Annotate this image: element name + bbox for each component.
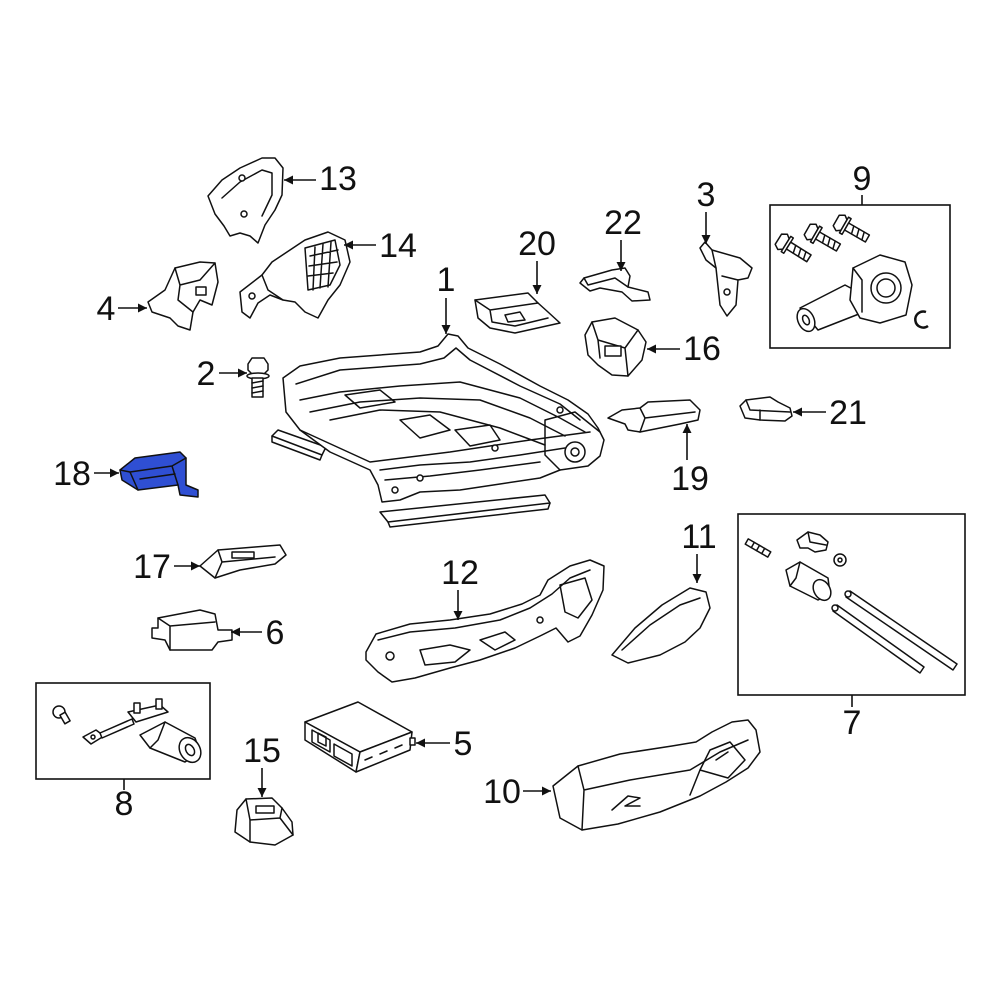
callout-15: 15 xyxy=(243,732,281,797)
part-9-clip xyxy=(914,310,929,329)
part-22-strip xyxy=(579,267,651,302)
part-7-nut xyxy=(833,553,847,567)
callout-3: 3 xyxy=(697,176,716,244)
callout-18-number: 18 xyxy=(53,455,91,493)
part-12-side-frame xyxy=(365,559,605,683)
part-11-cover xyxy=(611,587,711,664)
part-7-connector xyxy=(796,531,829,553)
callout-2-number: 2 xyxy=(197,355,216,393)
part-7-cable-short xyxy=(831,604,925,674)
callout-18: 18 xyxy=(53,455,119,493)
callout-10-number: 10 xyxy=(483,773,521,811)
part-7-motor xyxy=(785,561,832,602)
callout-22-number: 22 xyxy=(604,204,642,242)
part-9-motor xyxy=(796,254,913,333)
part-16-switch xyxy=(584,317,647,377)
callout-1: 1 xyxy=(437,261,456,334)
callout-4-number: 4 xyxy=(97,290,116,328)
callout-5: 5 xyxy=(416,725,472,763)
callout-16: 16 xyxy=(647,330,721,368)
callout-1-number: 1 xyxy=(437,261,456,299)
part-7-box xyxy=(737,513,966,696)
part-10-side-frame xyxy=(552,719,761,831)
part-9-bolt xyxy=(832,214,871,243)
part-17-bracket xyxy=(199,544,287,579)
part-8-bolt xyxy=(52,705,71,725)
part-9-box xyxy=(769,204,951,349)
part-21-connector xyxy=(739,396,793,422)
callout-22: 22 xyxy=(604,204,642,271)
part-19-bracket xyxy=(607,399,701,433)
part-2-bolt xyxy=(246,357,270,398)
callout-4: 4 xyxy=(97,290,147,328)
callout-17: 17 xyxy=(133,548,200,586)
callout-19: 19 xyxy=(671,424,709,498)
callout-12: 12 xyxy=(441,554,479,620)
part-9-bolt xyxy=(774,233,812,263)
callout-19-number: 19 xyxy=(671,460,709,498)
callout-21-number: 21 xyxy=(829,394,867,432)
part-6-module xyxy=(151,609,233,651)
callout-6-number: 6 xyxy=(266,614,285,652)
callout-6: 6 xyxy=(231,614,284,652)
callout-13-number: 13 xyxy=(319,160,357,198)
part-7-pin xyxy=(744,538,772,558)
callout-15-number: 15 xyxy=(243,732,281,770)
part-18-bracket-highlighted xyxy=(119,451,199,498)
callout-2: 2 xyxy=(197,355,247,393)
callout-16-number: 16 xyxy=(683,330,721,368)
part-1-seat-frame xyxy=(271,333,605,528)
part-9-bolt xyxy=(803,223,842,252)
callout-7-number: 7 xyxy=(843,704,862,742)
callout-5-number: 5 xyxy=(454,725,473,763)
part-3-bracket xyxy=(699,241,753,317)
part-14-grille-bracket xyxy=(239,231,351,319)
callout-21: 21 xyxy=(793,394,867,432)
part-4-bracket xyxy=(147,261,219,331)
callout-9: 9 xyxy=(853,160,872,205)
part-13-side-cover xyxy=(207,157,284,244)
callout-8-number: 8 xyxy=(115,785,134,823)
callout-11-number: 11 xyxy=(681,518,716,556)
callout-12-number: 12 xyxy=(441,554,479,592)
callout-10: 10 xyxy=(483,773,551,811)
callout-9-number: 9 xyxy=(853,160,872,198)
callout-20: 20 xyxy=(518,225,556,294)
part-7-cable-long xyxy=(844,590,958,671)
callout-8: 8 xyxy=(115,779,134,823)
callout-13: 13 xyxy=(284,160,357,198)
callout-3-number: 3 xyxy=(697,176,716,214)
part-9-motor-kit xyxy=(769,204,951,349)
callout-20-number: 20 xyxy=(518,225,556,263)
callout-14: 14 xyxy=(344,227,417,265)
callout-14-number: 14 xyxy=(379,227,417,265)
part-8-motor-kit xyxy=(35,682,211,780)
part-5-control-module xyxy=(304,701,416,773)
part-7-motor-kit xyxy=(737,513,966,696)
part-20-bracket xyxy=(474,292,561,334)
part-8-box xyxy=(35,682,211,780)
callout-11: 11 xyxy=(681,518,717,583)
part-15-cover xyxy=(234,797,294,846)
callout-17-number: 17 xyxy=(133,548,171,586)
part-8-motor xyxy=(82,698,202,764)
callout-7: 7 xyxy=(843,695,862,742)
